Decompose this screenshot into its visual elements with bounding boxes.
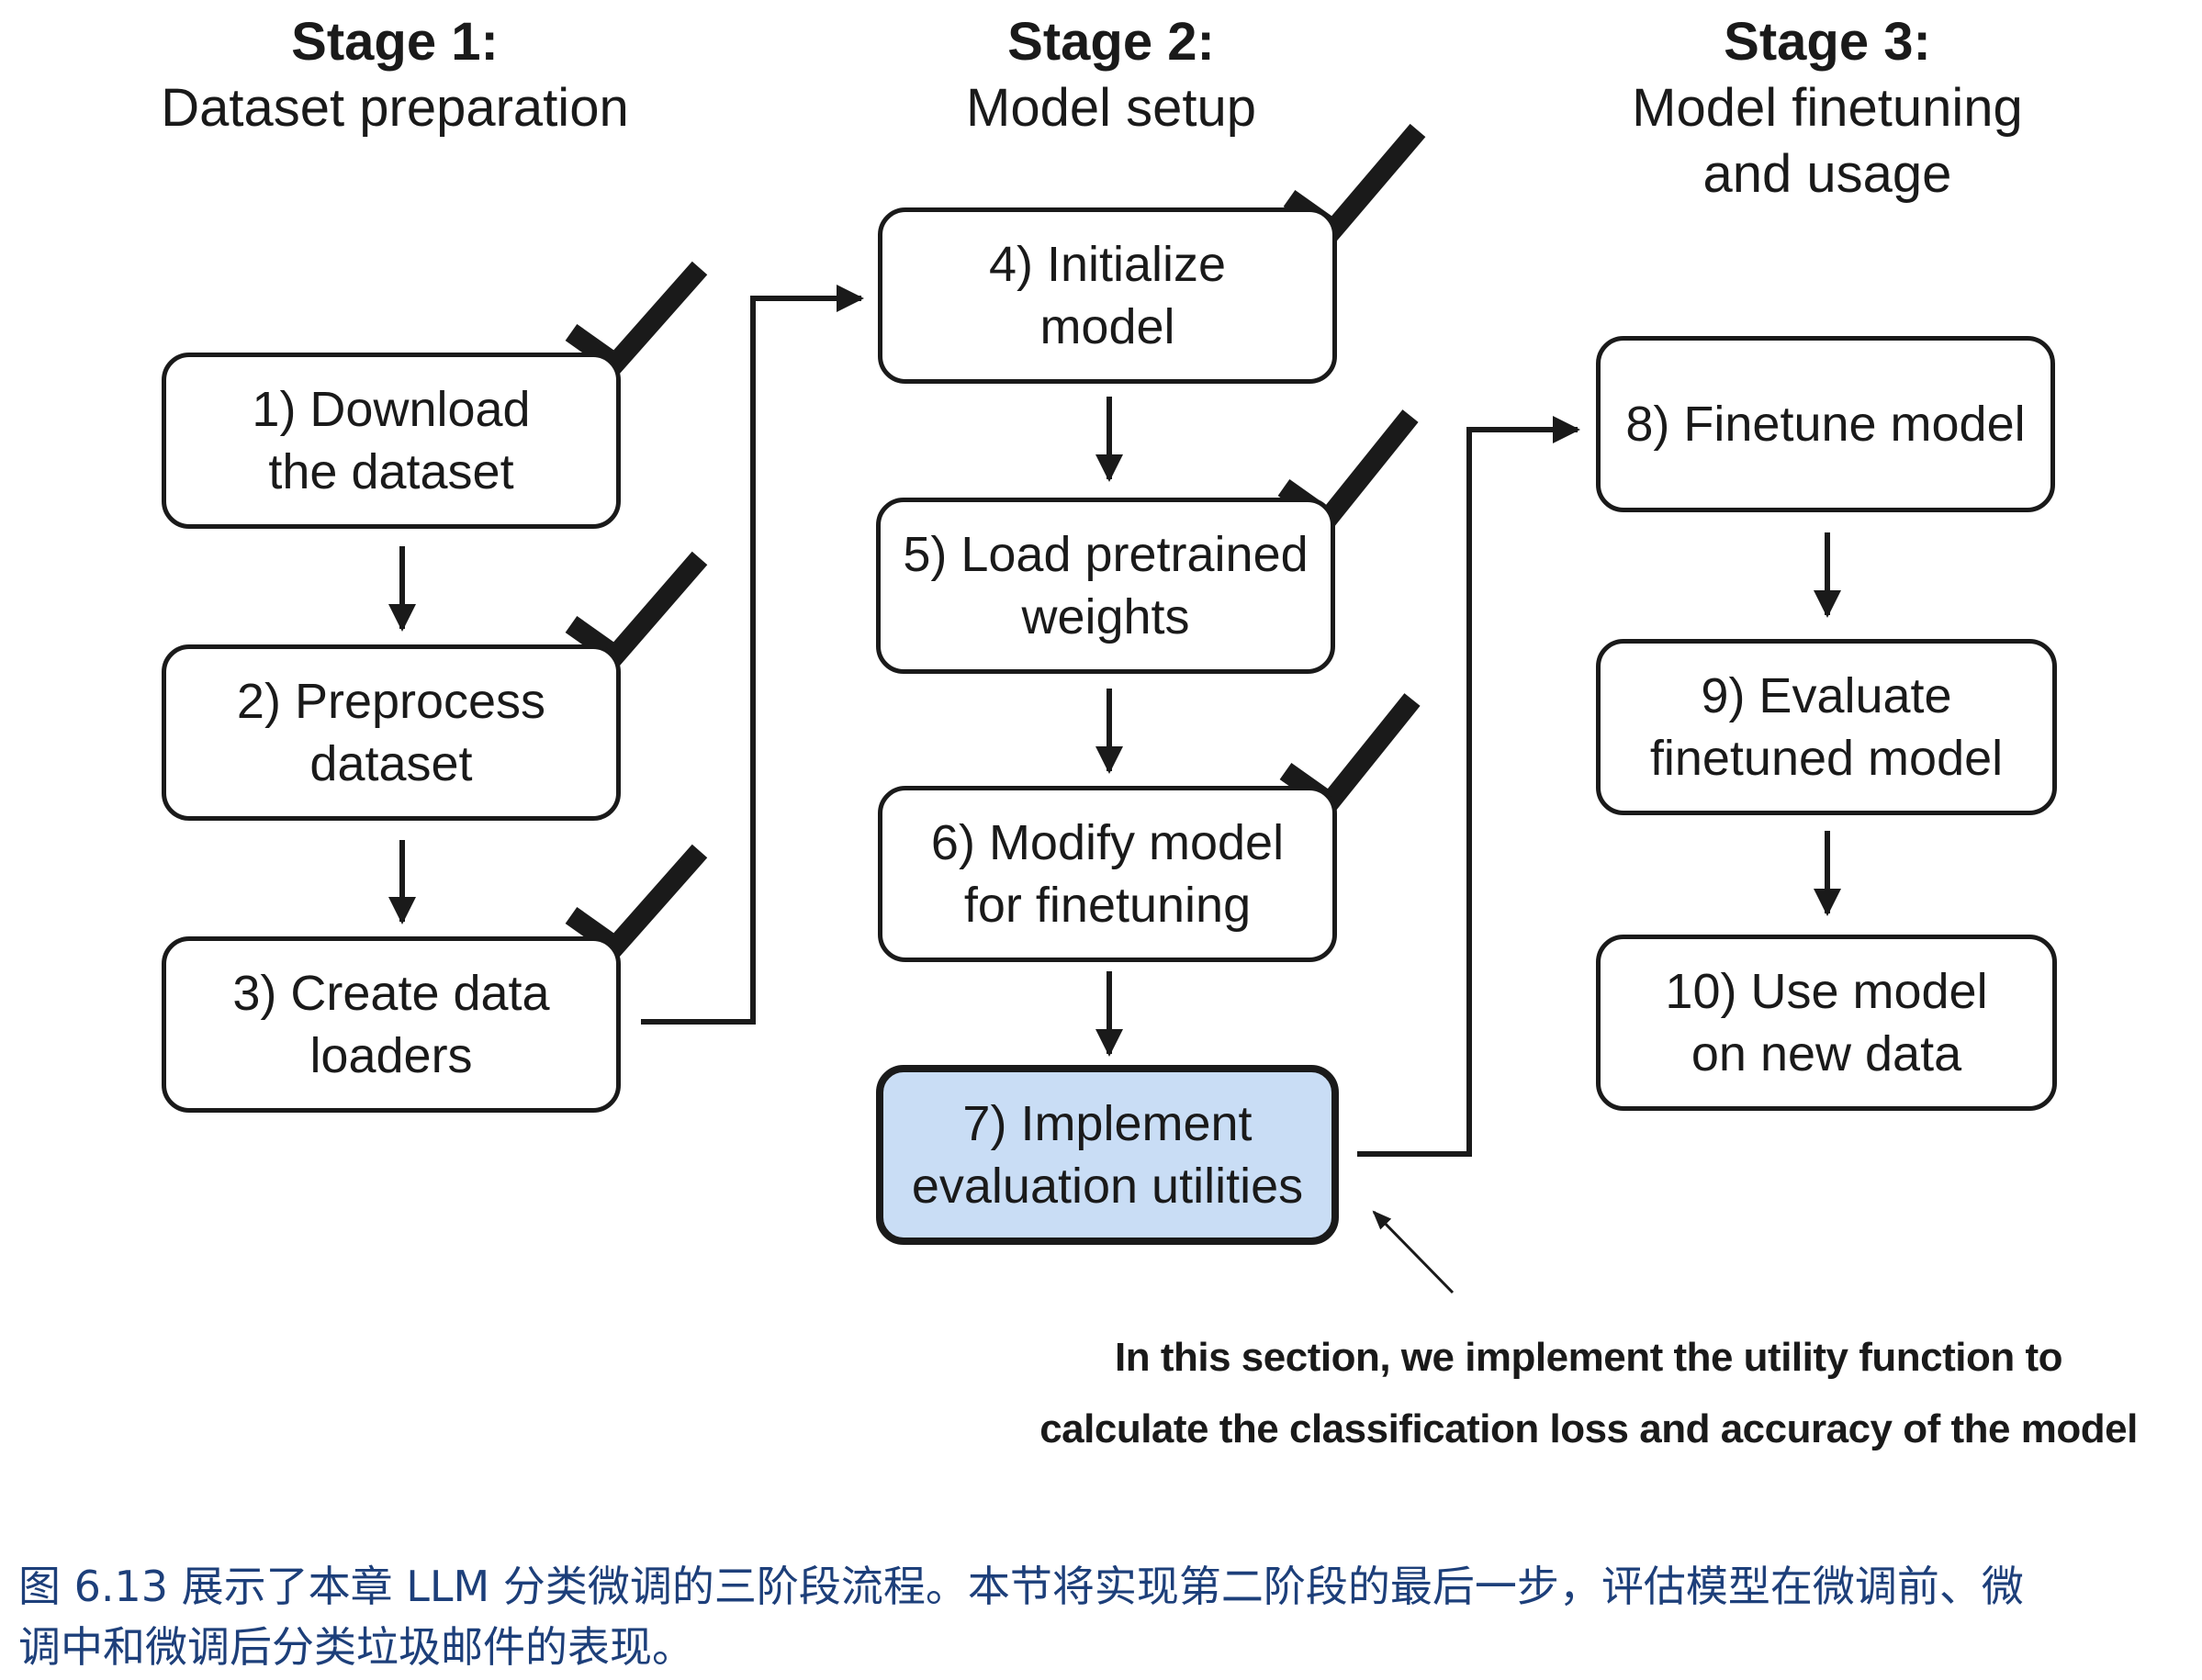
stage-3-name-line-1: Model finetuning [1632, 78, 2023, 138]
step-9-evaluate-finetuned-model: 9) Evaluate finetuned model [1596, 639, 2057, 815]
step-9-line-1: 9) Evaluate [1701, 668, 1952, 723]
step-8-line-1: 8) Finetune model [1625, 397, 2026, 452]
step-10-line-1: 10) Use model [1665, 964, 1988, 1019]
step-6-line-2: for finetuning [963, 878, 1252, 933]
step-4-line-1: 4) Initialize [988, 237, 1227, 292]
step-1-line-2: the dataset [268, 444, 514, 499]
stage-2-name: Model setup [966, 78, 1256, 138]
annotation-pointer-arrow [1372, 1210, 1455, 1294]
step-10-line-2: on new data [1691, 1026, 1962, 1081]
stage-2-number: Stage 2: [1007, 12, 1215, 72]
annotation-line-1: In this section, we implement the utilit… [1115, 1335, 2063, 1380]
checkmark-icon-step-2 [565, 551, 708, 669]
caption-line-1: 图 6.13 展示了本章 LLM 分类微调的三阶段流程。本节将实现第二阶段的最后… [18, 1562, 2024, 1611]
step-5-line-2: weights [1021, 589, 1190, 644]
step-4-initialize-model: 4) Initialize model [878, 207, 1337, 384]
stage-2-title: Stage 2: Model setup [808, 9, 1414, 141]
section-annotation: In this section, we implement the utilit… [955, 1322, 2202, 1465]
step-7-line-2: evaluation utilities [911, 1159, 1304, 1214]
stage-3-number: Stage 3: [1724, 12, 1931, 72]
stage-1-title: Stage 1: Dataset preparation [92, 9, 698, 141]
step-8-finetune-model: 8) Finetune model [1596, 336, 2055, 512]
step-7-implement-evaluation-utilities: 7) Implement evaluation utilities [876, 1065, 1339, 1245]
step-5-load-pretrained-weights: 5) Load pretrained weights [876, 498, 1335, 674]
caption-line-2: 调中和微调后分类垃圾邮件的表现。 [18, 1622, 694, 1672]
checkmark-icon-step-3 [565, 844, 708, 960]
checkmark-icon-step-1 [565, 261, 708, 377]
arrow-3-to-4 [641, 285, 864, 1025]
arrow-7-to-8 [1357, 416, 1580, 1157]
step-3-line-2: loaders [309, 1028, 473, 1083]
step-3-line-1: 3) Create data [232, 966, 550, 1021]
step-2-line-1: 2) Preprocess [236, 674, 546, 729]
figure-caption: 图 6.13 展示了本章 LLM 分类微调的三阶段流程。本节将实现第二阶段的最后… [18, 1556, 2195, 1677]
stage-1-number: Stage 1: [291, 12, 499, 72]
step-5-line-1: 5) Load pretrained [903, 527, 1309, 582]
step-10-use-model-on-new-data: 10) Use model on new data [1596, 935, 2057, 1111]
annotation-line-2: calculate the classification loss and ac… [1039, 1406, 2138, 1451]
step-1-line-1: 1) Download [252, 382, 531, 437]
step-1-download-dataset: 1) Download the dataset [162, 353, 621, 529]
step-7-line-1: 7) Implement [962, 1096, 1253, 1151]
step-4-line-2: model [1039, 299, 1175, 354]
step-6-line-1: 6) Modify model [930, 815, 1285, 870]
step-2-line-2: dataset [309, 736, 473, 791]
stage-1-name: Dataset preparation [161, 78, 629, 138]
step-6-modify-model-for-finetuning: 6) Modify model for finetuning [878, 786, 1337, 962]
stage-3-name-line-2: and usage [1702, 144, 1952, 204]
step-3-create-data-loaders: 3) Create data loaders [162, 936, 621, 1113]
stage-3-title: Stage 3: Model finetuning and usage [1524, 9, 2130, 207]
step-9-line-2: finetuned model [1649, 731, 2004, 786]
step-2-preprocess-dataset: 2) Preprocess dataset [162, 644, 621, 821]
